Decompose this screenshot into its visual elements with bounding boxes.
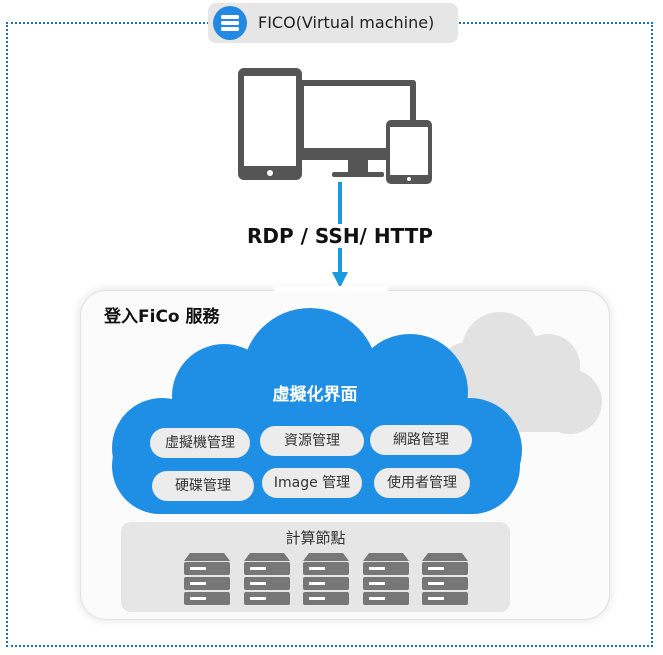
- module-vm-management: 虛擬機管理: [150, 428, 250, 458]
- server-rack-icon: [363, 553, 409, 605]
- cloud-title: 虛擬化界面: [272, 385, 358, 405]
- server-rack-icon: [422, 553, 468, 605]
- module-network-management: 網路管理: [370, 425, 472, 455]
- server-rack-icon: [244, 553, 290, 605]
- tablet-icon: [238, 68, 302, 180]
- compute-nodes-title: 計算節點: [285, 529, 346, 547]
- client-devices-icon: [238, 68, 432, 184]
- panel-entry-gap: [274, 286, 388, 292]
- server-rack-icon: [303, 553, 349, 605]
- vm-badge: FICO(Virtual machine): [208, 3, 458, 43]
- module-image-management: Image 管理: [262, 468, 362, 498]
- module-user-management: 使用者管理: [374, 468, 470, 498]
- module-disk-management: 硬碟管理: [152, 471, 254, 501]
- protocol-label: RDP / SSH/ HTTP: [230, 224, 450, 248]
- vm-label: FICO(Virtual machine): [258, 13, 435, 32]
- phone-icon: [386, 120, 432, 184]
- server-rack-icon: [184, 553, 230, 605]
- service-title: 登入FiCo 服務: [104, 307, 220, 327]
- module-resource-management: 資源管理: [260, 426, 364, 456]
- server-stack-icon: [213, 6, 247, 40]
